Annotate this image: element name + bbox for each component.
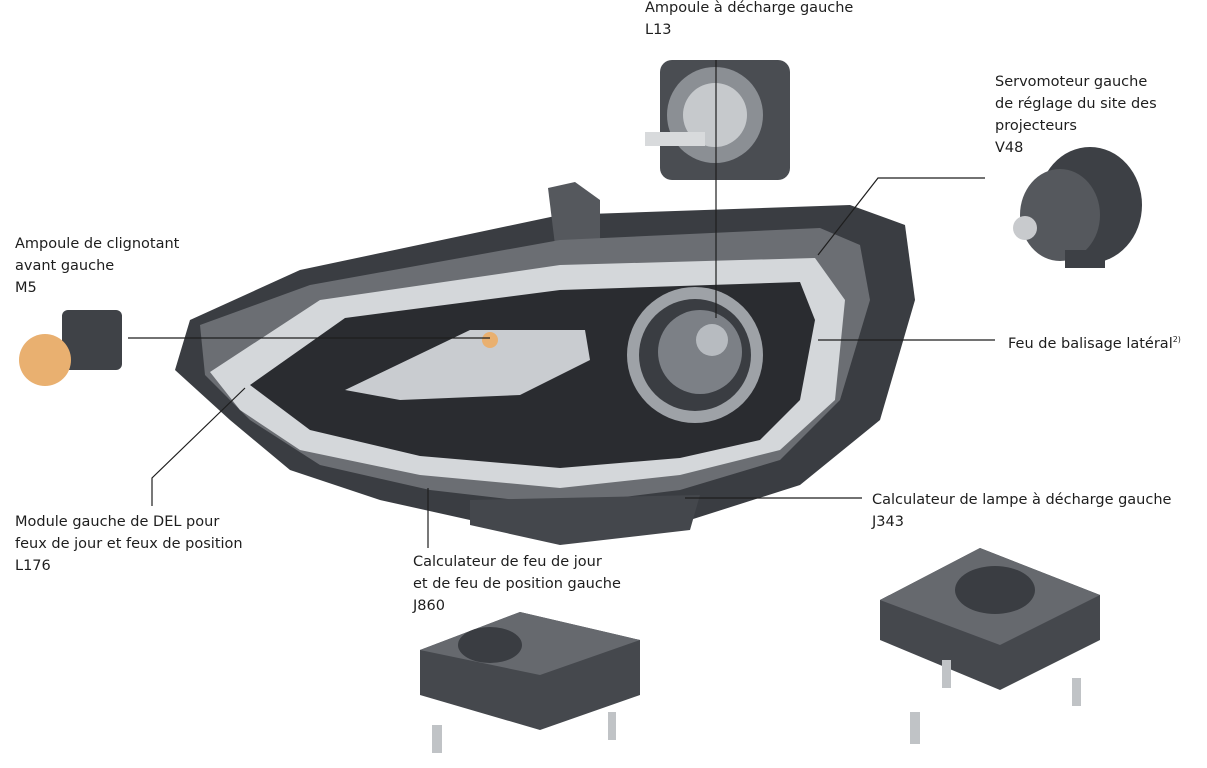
label-code: L176: [15, 558, 51, 574]
label-code: M5: [15, 280, 37, 296]
control-unit-j343: [880, 548, 1100, 744]
footnote-ref: 2): [1172, 335, 1181, 344]
label-line: Module gauche de DEL pour: [15, 514, 220, 530]
label-code: V48: [995, 140, 1024, 156]
label-line: de réglage du site des: [995, 96, 1157, 112]
leader-lines: [128, 60, 995, 548]
label-v48: Servomoteur gauche de réglage du site de…: [995, 71, 1157, 159]
label-j860: Calculateur de feu de jour et de feu de …: [413, 551, 621, 617]
control-unit-j860: [420, 612, 640, 753]
label-line: et de feu de position gauche: [413, 576, 621, 592]
label-m5: Ampoule de clignotant avant gauche M5: [15, 233, 179, 299]
label-line: Servomoteur gauche: [995, 74, 1148, 90]
label-code: J860: [413, 598, 445, 614]
label-line: Feu de balisage latéral: [1008, 335, 1173, 352]
servomotor-v48: [1013, 147, 1142, 268]
label-line: Calculateur de lampe à décharge gauche: [872, 492, 1172, 508]
turn-signal-bulb-m5: [19, 310, 122, 386]
label-line: Calculateur de feu de jour: [413, 554, 602, 570]
label-code: J343: [872, 514, 904, 530]
label-code: L13: [645, 22, 672, 38]
discharge-bulb-l13: [645, 60, 790, 180]
label-line: projecteurs: [995, 118, 1077, 134]
label-l13: Ampoule à décharge gauche L13: [645, 0, 853, 41]
label-line: avant gauche: [15, 258, 115, 274]
label-j343: Calculateur de lampe à décharge gauche J…: [872, 489, 1171, 533]
label-line: Ampoule de clignotant: [15, 236, 180, 252]
label-l176: Module gauche de DEL pour feux de jour e…: [15, 511, 243, 577]
label-line: Ampoule à décharge gauche: [645, 0, 854, 16]
label-side-marker: Feu de balisage latéral2): [1008, 329, 1181, 355]
headlight-assembly: [175, 182, 915, 545]
label-line: feux de jour et feux de position: [15, 536, 243, 552]
